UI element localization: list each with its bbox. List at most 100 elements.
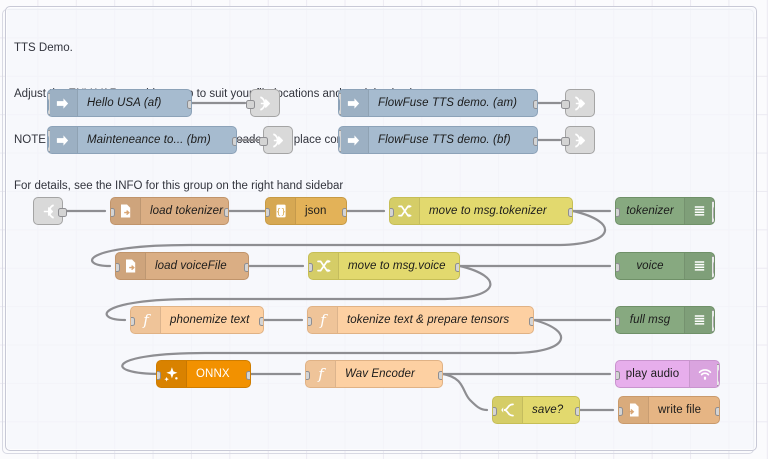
output-port[interactable] bbox=[533, 100, 537, 109]
output-port[interactable] bbox=[224, 208, 228, 217]
svg-text:f: f bbox=[142, 312, 151, 328]
output-port[interactable] bbox=[187, 100, 191, 109]
debug-toggle-button[interactable] bbox=[712, 310, 714, 332]
inject-trigger-button[interactable] bbox=[48, 130, 50, 152]
node-label: ONNX bbox=[196, 368, 230, 380]
debug-list-icon bbox=[684, 307, 714, 333]
change-shuffle-icon bbox=[309, 253, 339, 279]
output-port[interactable] bbox=[438, 371, 442, 380]
debug-node-tokenizer[interactable]: tokenizer bbox=[615, 197, 715, 225]
link-out-node-1[interactable] bbox=[246, 89, 280, 117]
link-out-node-4[interactable] bbox=[561, 126, 595, 154]
output-port[interactable] bbox=[715, 407, 719, 416]
input-port[interactable] bbox=[561, 100, 570, 109]
inject-trigger-button[interactable] bbox=[339, 130, 341, 152]
inject-node-tts-am[interactable]: FlowFuse TTS demo. (am) bbox=[338, 89, 538, 117]
file-in-node-load-tokenizer[interactable]: load tokenizer bbox=[110, 197, 229, 225]
input-port[interactable] bbox=[266, 208, 270, 217]
node-label: load tokenizer bbox=[150, 205, 223, 217]
output-port[interactable] bbox=[533, 137, 537, 146]
change-shuffle-icon bbox=[390, 198, 420, 224]
debug-node-full-msg[interactable]: full msg bbox=[615, 306, 715, 334]
speaker-wave-icon bbox=[689, 361, 719, 387]
node-label: move to msg.tokenizer bbox=[429, 205, 547, 217]
output-port[interactable] bbox=[246, 371, 250, 380]
output-port[interactable] bbox=[259, 317, 263, 326]
inject-arrow-icon bbox=[48, 127, 78, 153]
file-in-icon bbox=[116, 253, 146, 279]
function-node-tokenize-tensors[interactable]: f tokenize text & prepare tensors bbox=[307, 306, 534, 334]
link-in-icon bbox=[43, 203, 54, 219]
link-in-node-1[interactable] bbox=[33, 197, 67, 225]
inject-arrow-icon bbox=[339, 127, 369, 153]
inject-node-hello-usa[interactable]: Hello USA (af) bbox=[47, 89, 192, 117]
input-port[interactable] bbox=[306, 371, 310, 380]
input-port[interactable] bbox=[390, 208, 394, 217]
function-node-phonemize-text[interactable]: f phonemize text bbox=[130, 306, 264, 334]
input-port[interactable] bbox=[616, 371, 620, 380]
input-port[interactable] bbox=[111, 208, 115, 217]
switch-branch-icon bbox=[493, 397, 523, 423]
function-node-wav-encoder[interactable]: f Wav Encoder bbox=[305, 360, 443, 388]
file-in-icon bbox=[111, 198, 141, 224]
file-in-node-load-voicefile[interactable]: load voiceFile bbox=[115, 252, 249, 280]
output-port[interactable] bbox=[575, 407, 579, 416]
input-port[interactable] bbox=[116, 263, 120, 272]
function-f-icon: f bbox=[308, 307, 338, 333]
output-port[interactable] bbox=[529, 317, 533, 326]
comment-line-1: TTS Demo. bbox=[14, 41, 73, 54]
switch-node-save[interactable]: save? bbox=[492, 396, 580, 424]
link-out-node-2[interactable] bbox=[259, 126, 293, 154]
input-port[interactable] bbox=[561, 137, 570, 146]
inject-node-label: FlowFuse TTS demo. (am) bbox=[378, 97, 518, 109]
file-out-node-write-file[interactable]: write file bbox=[618, 396, 720, 424]
output-port[interactable] bbox=[455, 263, 459, 272]
inject-arrow-icon bbox=[48, 90, 78, 116]
input-port[interactable] bbox=[616, 317, 620, 326]
inject-node-maintenance[interactable]: Mainteneance to... (bm) bbox=[47, 126, 237, 154]
comment-line-4: For details, see the INFO for this group… bbox=[14, 180, 344, 193]
inject-arrow-icon bbox=[339, 90, 369, 116]
input-port[interactable] bbox=[616, 263, 620, 272]
input-port[interactable] bbox=[157, 371, 161, 380]
node-label: move to msg.voice bbox=[348, 260, 446, 272]
output-port[interactable] bbox=[58, 208, 67, 217]
change-node-move-to-voice[interactable]: move to msg.voice bbox=[308, 252, 460, 280]
json-node[interactable]: {} json bbox=[265, 197, 347, 225]
input-port[interactable] bbox=[246, 100, 255, 109]
inject-node-label: Hello USA (af) bbox=[87, 97, 162, 109]
output-port[interactable] bbox=[244, 263, 248, 272]
output-port[interactable] bbox=[232, 137, 236, 146]
node-label: tokenizer bbox=[626, 205, 674, 217]
debug-toggle-button[interactable] bbox=[712, 201, 714, 223]
input-port[interactable] bbox=[616, 208, 620, 217]
link-out-icon bbox=[272, 132, 283, 148]
change-node-move-to-tokenizer[interactable]: move to msg.tokenizer bbox=[389, 197, 573, 225]
debug-list-icon bbox=[684, 253, 714, 279]
node-label: Wav Encoder bbox=[345, 368, 415, 380]
link-out-icon bbox=[574, 132, 585, 148]
inject-trigger-button[interactable] bbox=[48, 93, 50, 115]
audio-play-button[interactable] bbox=[717, 364, 719, 386]
link-out-node-3[interactable] bbox=[561, 89, 595, 117]
input-port[interactable] bbox=[493, 407, 497, 416]
audio-out-node-play-audio[interactable]: play audio bbox=[615, 360, 720, 388]
inject-trigger-button[interactable] bbox=[339, 93, 341, 115]
json-braces-icon: {} bbox=[266, 198, 296, 224]
node-label: json bbox=[305, 205, 327, 217]
debug-node-voice[interactable]: voice bbox=[615, 252, 715, 280]
input-port[interactable] bbox=[259, 137, 268, 146]
inject-node-tts-bf[interactable]: FlowFuse TTS demo. (bf) bbox=[338, 126, 538, 154]
input-port[interactable] bbox=[309, 263, 313, 272]
node-label: load voiceFile bbox=[155, 260, 227, 272]
debug-list-icon bbox=[684, 198, 714, 224]
input-port[interactable] bbox=[308, 317, 312, 326]
onnx-node[interactable]: ONNX bbox=[156, 360, 251, 388]
debug-toggle-button[interactable] bbox=[712, 256, 714, 278]
output-port[interactable] bbox=[568, 208, 572, 217]
input-port[interactable] bbox=[619, 407, 623, 416]
output-port[interactable] bbox=[342, 208, 346, 217]
input-port[interactable] bbox=[131, 317, 135, 326]
svg-text:f: f bbox=[319, 312, 328, 328]
